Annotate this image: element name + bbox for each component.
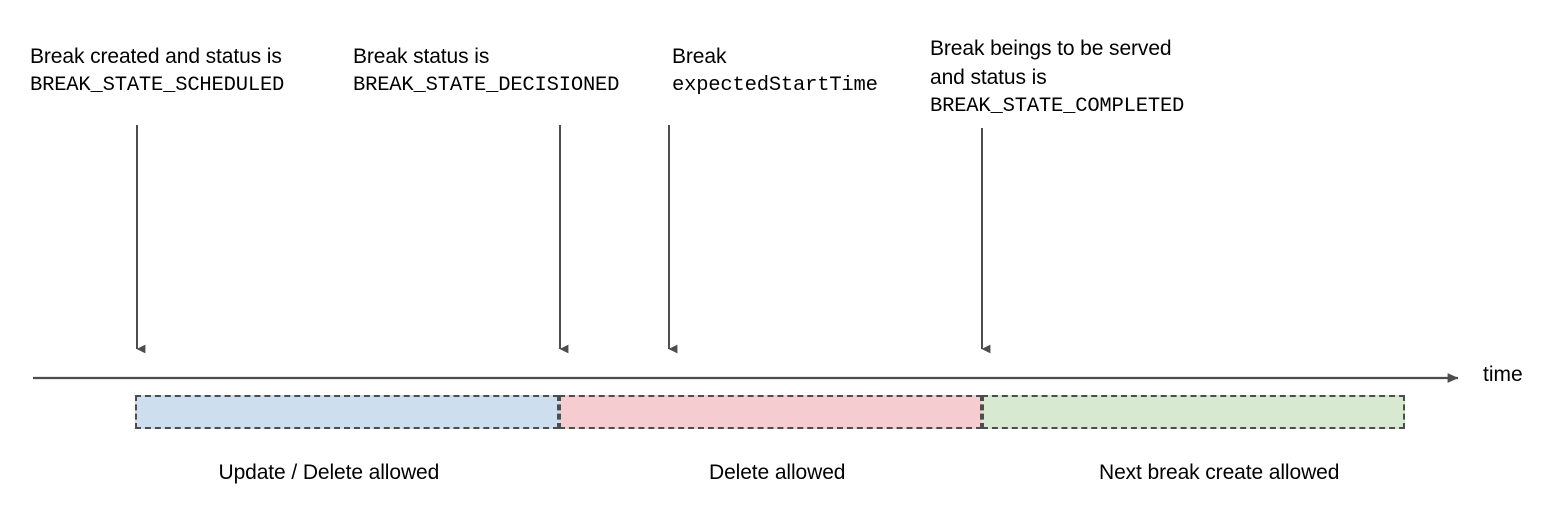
annotation-line: Break beings to be served xyxy=(930,37,1172,60)
annotation-line: and status is xyxy=(930,66,1047,89)
annotation-line: Break created and status is xyxy=(30,45,282,68)
event-annotation-created: Break created and status is BREAK_STATE_… xyxy=(30,42,284,100)
annotation-line: Break status is xyxy=(353,45,490,68)
phase-caption-update-delete: Update / Delete allowed xyxy=(218,461,440,484)
phase-caption-next-break: Next break create allowed xyxy=(1099,461,1340,484)
phase-band-delete-only xyxy=(559,395,982,429)
annotation-line: BREAK_STATE_COMPLETED xyxy=(930,95,1185,118)
event-annotation-completed: Break beings to be served and status is … xyxy=(930,34,1184,121)
phase-band-update-delete xyxy=(135,395,559,429)
annotation-line: BREAK_STATE_DECISIONED xyxy=(353,74,620,97)
phase-band-next-break xyxy=(982,395,1405,429)
annotation-line: expectedStartTime xyxy=(672,74,878,97)
phase-caption-delete-only: Delete allowed xyxy=(709,461,846,484)
annotation-line: Break xyxy=(672,45,727,68)
annotation-line: BREAK_STATE_SCHEDULED xyxy=(30,74,285,97)
time-axis-label: time xyxy=(1483,363,1523,386)
event-annotation-decisioned: Break status is BREAK_STATE_DECISIONED xyxy=(353,42,619,100)
event-annotation-expected-start: Break expectedStartTime xyxy=(672,42,878,100)
